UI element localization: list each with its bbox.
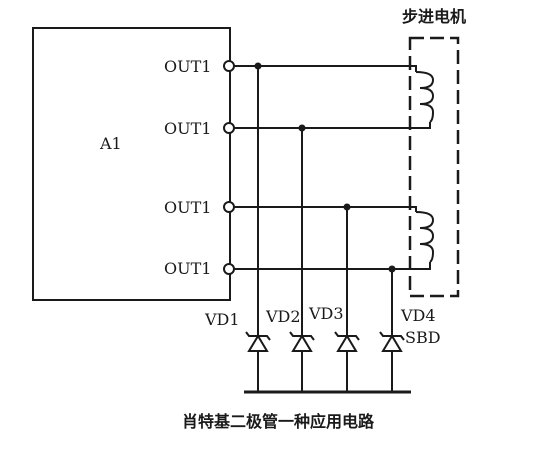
output-terminal-3 xyxy=(223,201,235,213)
output-label-3: OUT1 xyxy=(164,198,211,217)
diode-vd4 xyxy=(379,331,405,352)
diode-type-label: SBD xyxy=(405,328,441,347)
diode-vd1 xyxy=(245,331,271,352)
diode-label-vd1: VD1 xyxy=(204,310,240,329)
motor-coil-lower xyxy=(415,211,435,263)
output-terminal-4 xyxy=(223,263,235,275)
a1-label: A1 xyxy=(99,134,122,153)
diode-label-vd3: VD3 xyxy=(308,304,344,323)
diode-label-vd4: VD4 xyxy=(400,306,436,325)
output-label-2: OUT1 xyxy=(164,119,211,138)
motor-coil-upper xyxy=(415,71,435,123)
output-label-4: OUT1 xyxy=(164,259,211,278)
diode-vd2 xyxy=(289,331,315,352)
diode-label-vd2: VD2 xyxy=(265,307,301,326)
stepper-motor-label: 步进电机 xyxy=(402,7,466,26)
junction-dots xyxy=(254,62,396,273)
output-terminal-2 xyxy=(223,122,235,134)
output-label-1: OUT1 xyxy=(164,57,211,76)
stepper-motor-box xyxy=(408,36,460,298)
output-wires xyxy=(234,65,431,270)
a1-block xyxy=(32,27,231,301)
diode-branch-wires xyxy=(257,66,393,392)
output-terminal-1 xyxy=(223,60,235,72)
figure-caption: 肖特基二极管一种应用电路 xyxy=(182,412,375,431)
diode-vd3 xyxy=(334,331,360,352)
